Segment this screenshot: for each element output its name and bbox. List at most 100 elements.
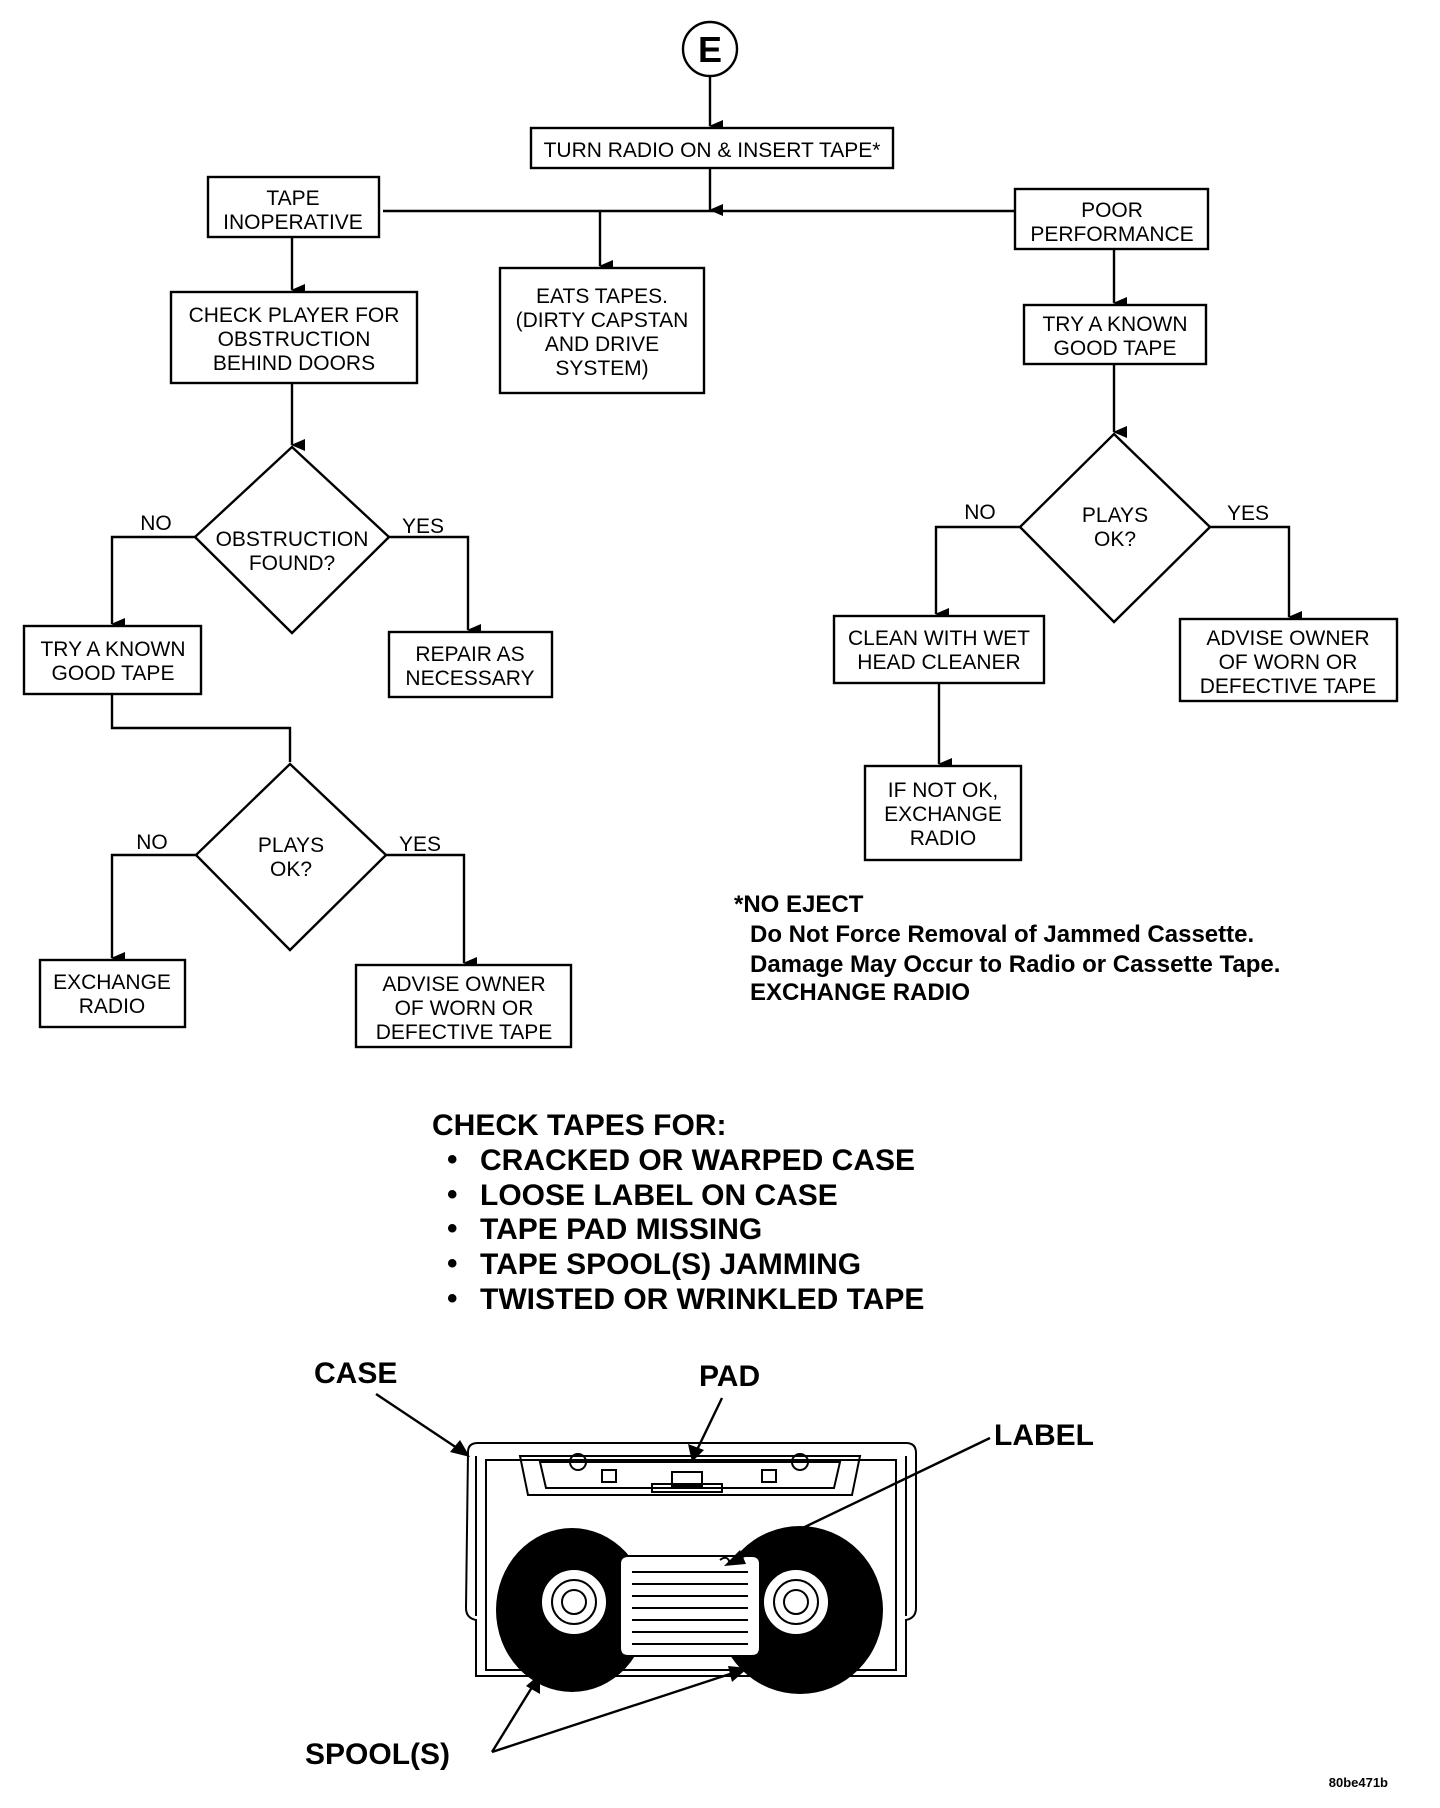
- node-plays-ok-left: PLAYS OK?: [194, 762, 388, 952]
- node-text-line: PLAYS: [1082, 504, 1148, 527]
- arrow-plays-left-no: [110, 853, 196, 964]
- connector-label: E: [698, 29, 722, 70]
- label-pointer: [735, 1436, 991, 1562]
- label-yes: YES: [402, 515, 444, 538]
- case-label: CASE: [314, 1357, 397, 1390]
- node-text-line: TRY A KNOWN: [40, 638, 185, 661]
- node-text-line: EXCHANGE: [53, 971, 171, 994]
- node-text-line: EXCHANGE: [884, 803, 1002, 826]
- node-text-line: REPAIR AS: [415, 643, 524, 666]
- node-text-line: PERFORMANCE: [1030, 223, 1193, 246]
- node-text-line: (DIRTY CAPSTAN: [516, 309, 689, 332]
- node-text-line: DEFECTIVE TAPE: [376, 1021, 553, 1044]
- node-text-line: DEFECTIVE TAPE: [1200, 675, 1377, 698]
- node-advise-right: ADVISE OWNER OF WORN OR DEFECTIVE TAPE: [1178, 617, 1399, 703]
- checklist: CHECK TAPES FOR: • CRACKED OR WARPED CAS…: [432, 1109, 924, 1316]
- branch-labels: NO YES NO YES NO YES: [136, 501, 1269, 856]
- bullet-icon: •: [447, 1143, 458, 1176]
- node-text-line: RADIO: [910, 827, 977, 850]
- arrow-plays-left-yes: [386, 853, 477, 969]
- note-line: Do Not Force Removal of Jammed Cassette.: [750, 921, 1254, 948]
- bullet-icon: •: [447, 1178, 458, 1211]
- node-eats-tapes: EATS TAPES. (DIRTY CAPSTAN AND DRIVE SYS…: [498, 266, 706, 395]
- case-pointer: [375, 1393, 461, 1451]
- node-text-line: ADVISE OWNER: [1206, 627, 1369, 650]
- node-try-known-left: TRY A KNOWN GOOD TAPE: [22, 624, 203, 696]
- node-text-line: SYSTEM): [555, 357, 648, 380]
- note-heading: *NO EJECT: [734, 891, 864, 918]
- node-check-player: CHECK PLAYER FOR OBSTRUCTION BEHIND DOOR…: [169, 290, 419, 385]
- spools-label: SPOOL(S): [305, 1738, 450, 1771]
- node-text-line: CLEAN WITH WET: [848, 627, 1030, 650]
- node-text-line: OF WORN OR: [1219, 651, 1358, 674]
- node-text-line: HEAD CLEANER: [857, 651, 1020, 674]
- node-poor-performance: POOR PERFORMANCE: [1013, 187, 1210, 251]
- figure-id: 80be471b: [1329, 1775, 1388, 1790]
- node-text-line: OF WORN OR: [395, 997, 534, 1020]
- node-text-line: TRY A KNOWN: [1042, 313, 1187, 336]
- node-try-known-right: TRY A KNOWN GOOD TAPE: [1022, 303, 1208, 366]
- flow-lines: [110, 76, 1302, 969]
- node-text-line: CHECK PLAYER FOR: [189, 304, 400, 327]
- node-plays-ok-right: PLAYS OK?: [1018, 432, 1212, 624]
- node-text-line: OBSTRUCTION: [218, 328, 371, 351]
- label-yes: YES: [399, 833, 441, 856]
- label-no: NO: [140, 512, 172, 535]
- node-text-line: FOUND?: [249, 552, 335, 575]
- checklist-item: LOOSE LABEL ON CASE: [480, 1179, 838, 1212]
- no-eject-note: *NO EJECT Do Not Force Removal of Jammed…: [734, 891, 1280, 1006]
- arrow-plays-right-no: [934, 525, 1020, 620]
- connector-e: E: [681, 20, 739, 78]
- cassette-icon: [464, 1442, 917, 1694]
- node-text-line: OK?: [1094, 528, 1136, 551]
- spool-pointer-left: [490, 1683, 536, 1753]
- node-obstruction-found: OBSTRUCTION FOUND?: [193, 445, 391, 635]
- node-text-line: GOOD TAPE: [52, 662, 175, 685]
- label-no: NO: [136, 831, 168, 854]
- cassette-callouts: CASE PAD LABEL SPOOL(S): [305, 1357, 1094, 1771]
- bullet-icon: •: [447, 1282, 458, 1315]
- node-text-line: OBSTRUCTION: [216, 528, 369, 551]
- node-text-line: TAPE: [266, 187, 319, 210]
- checklist-item: TWISTED OR WRINKLED TAPE: [480, 1283, 924, 1316]
- node-text-line: BEHIND DOORS: [213, 352, 375, 375]
- arrow-plays-right-yes: [1210, 525, 1302, 623]
- label-yes: YES: [1227, 502, 1269, 525]
- checklist-item: CRACKED OR WARPED CASE: [480, 1144, 915, 1177]
- node-text-line: INOPERATIVE: [223, 211, 363, 234]
- line-try-to-plays-left: [110, 694, 292, 762]
- node-exchange-radio-left: EXCHANGE RADIO: [38, 958, 187, 1029]
- node-text-line: RADIO: [79, 995, 146, 1018]
- label-label: LABEL: [994, 1419, 1094, 1452]
- pad-pointer: [694, 1397, 724, 1453]
- note-line: Damage May Occur to Radio or Cassette Ta…: [750, 951, 1280, 978]
- arrow-obstruction-yes: [389, 535, 481, 636]
- node-clean: CLEAN WITH WET HEAD CLEANER: [832, 614, 1046, 685]
- checklist-item: TAPE PAD MISSING: [480, 1213, 762, 1246]
- node-tape-inoperative: TAPE INOPERATIVE: [206, 175, 381, 239]
- arrow-obstruction-no: [110, 535, 195, 630]
- bullet-icon: •: [447, 1212, 458, 1245]
- node-text-line: OK?: [270, 858, 312, 881]
- node-text-line: EATS TAPES.: [536, 285, 668, 308]
- checklist-heading: CHECK TAPES FOR:: [432, 1109, 726, 1142]
- node-text-line: GOOD TAPE: [1054, 337, 1177, 360]
- node-text-line: NECESSARY: [405, 667, 534, 690]
- node-start: TURN RADIO ON & INSERT TAPE*: [529, 126, 895, 170]
- node-repair: REPAIR AS NECESSARY: [387, 630, 554, 699]
- spool-pointer-right: [491, 1670, 737, 1754]
- node-start-text: TURN RADIO ON & INSERT TAPE*: [544, 139, 881, 162]
- node-text-line: PLAYS: [258, 834, 324, 857]
- node-text-line: POOR: [1081, 199, 1143, 222]
- label-no: NO: [964, 501, 996, 524]
- node-text-line: AND DRIVE: [545, 333, 659, 356]
- node-if-not-ok: IF NOT OK, EXCHANGE RADIO: [863, 764, 1023, 862]
- checklist-item: TAPE SPOOL(S) JAMMING: [480, 1248, 861, 1281]
- node-text-line: IF NOT OK,: [888, 779, 998, 802]
- pad-label: PAD: [699, 1360, 760, 1393]
- node-advise-left: ADVISE OWNER OF WORN OR DEFECTIVE TAPE: [354, 963, 573, 1049]
- bullet-icon: •: [447, 1247, 458, 1280]
- note-line: EXCHANGE RADIO: [750, 979, 970, 1006]
- node-text-line: ADVISE OWNER: [382, 973, 545, 996]
